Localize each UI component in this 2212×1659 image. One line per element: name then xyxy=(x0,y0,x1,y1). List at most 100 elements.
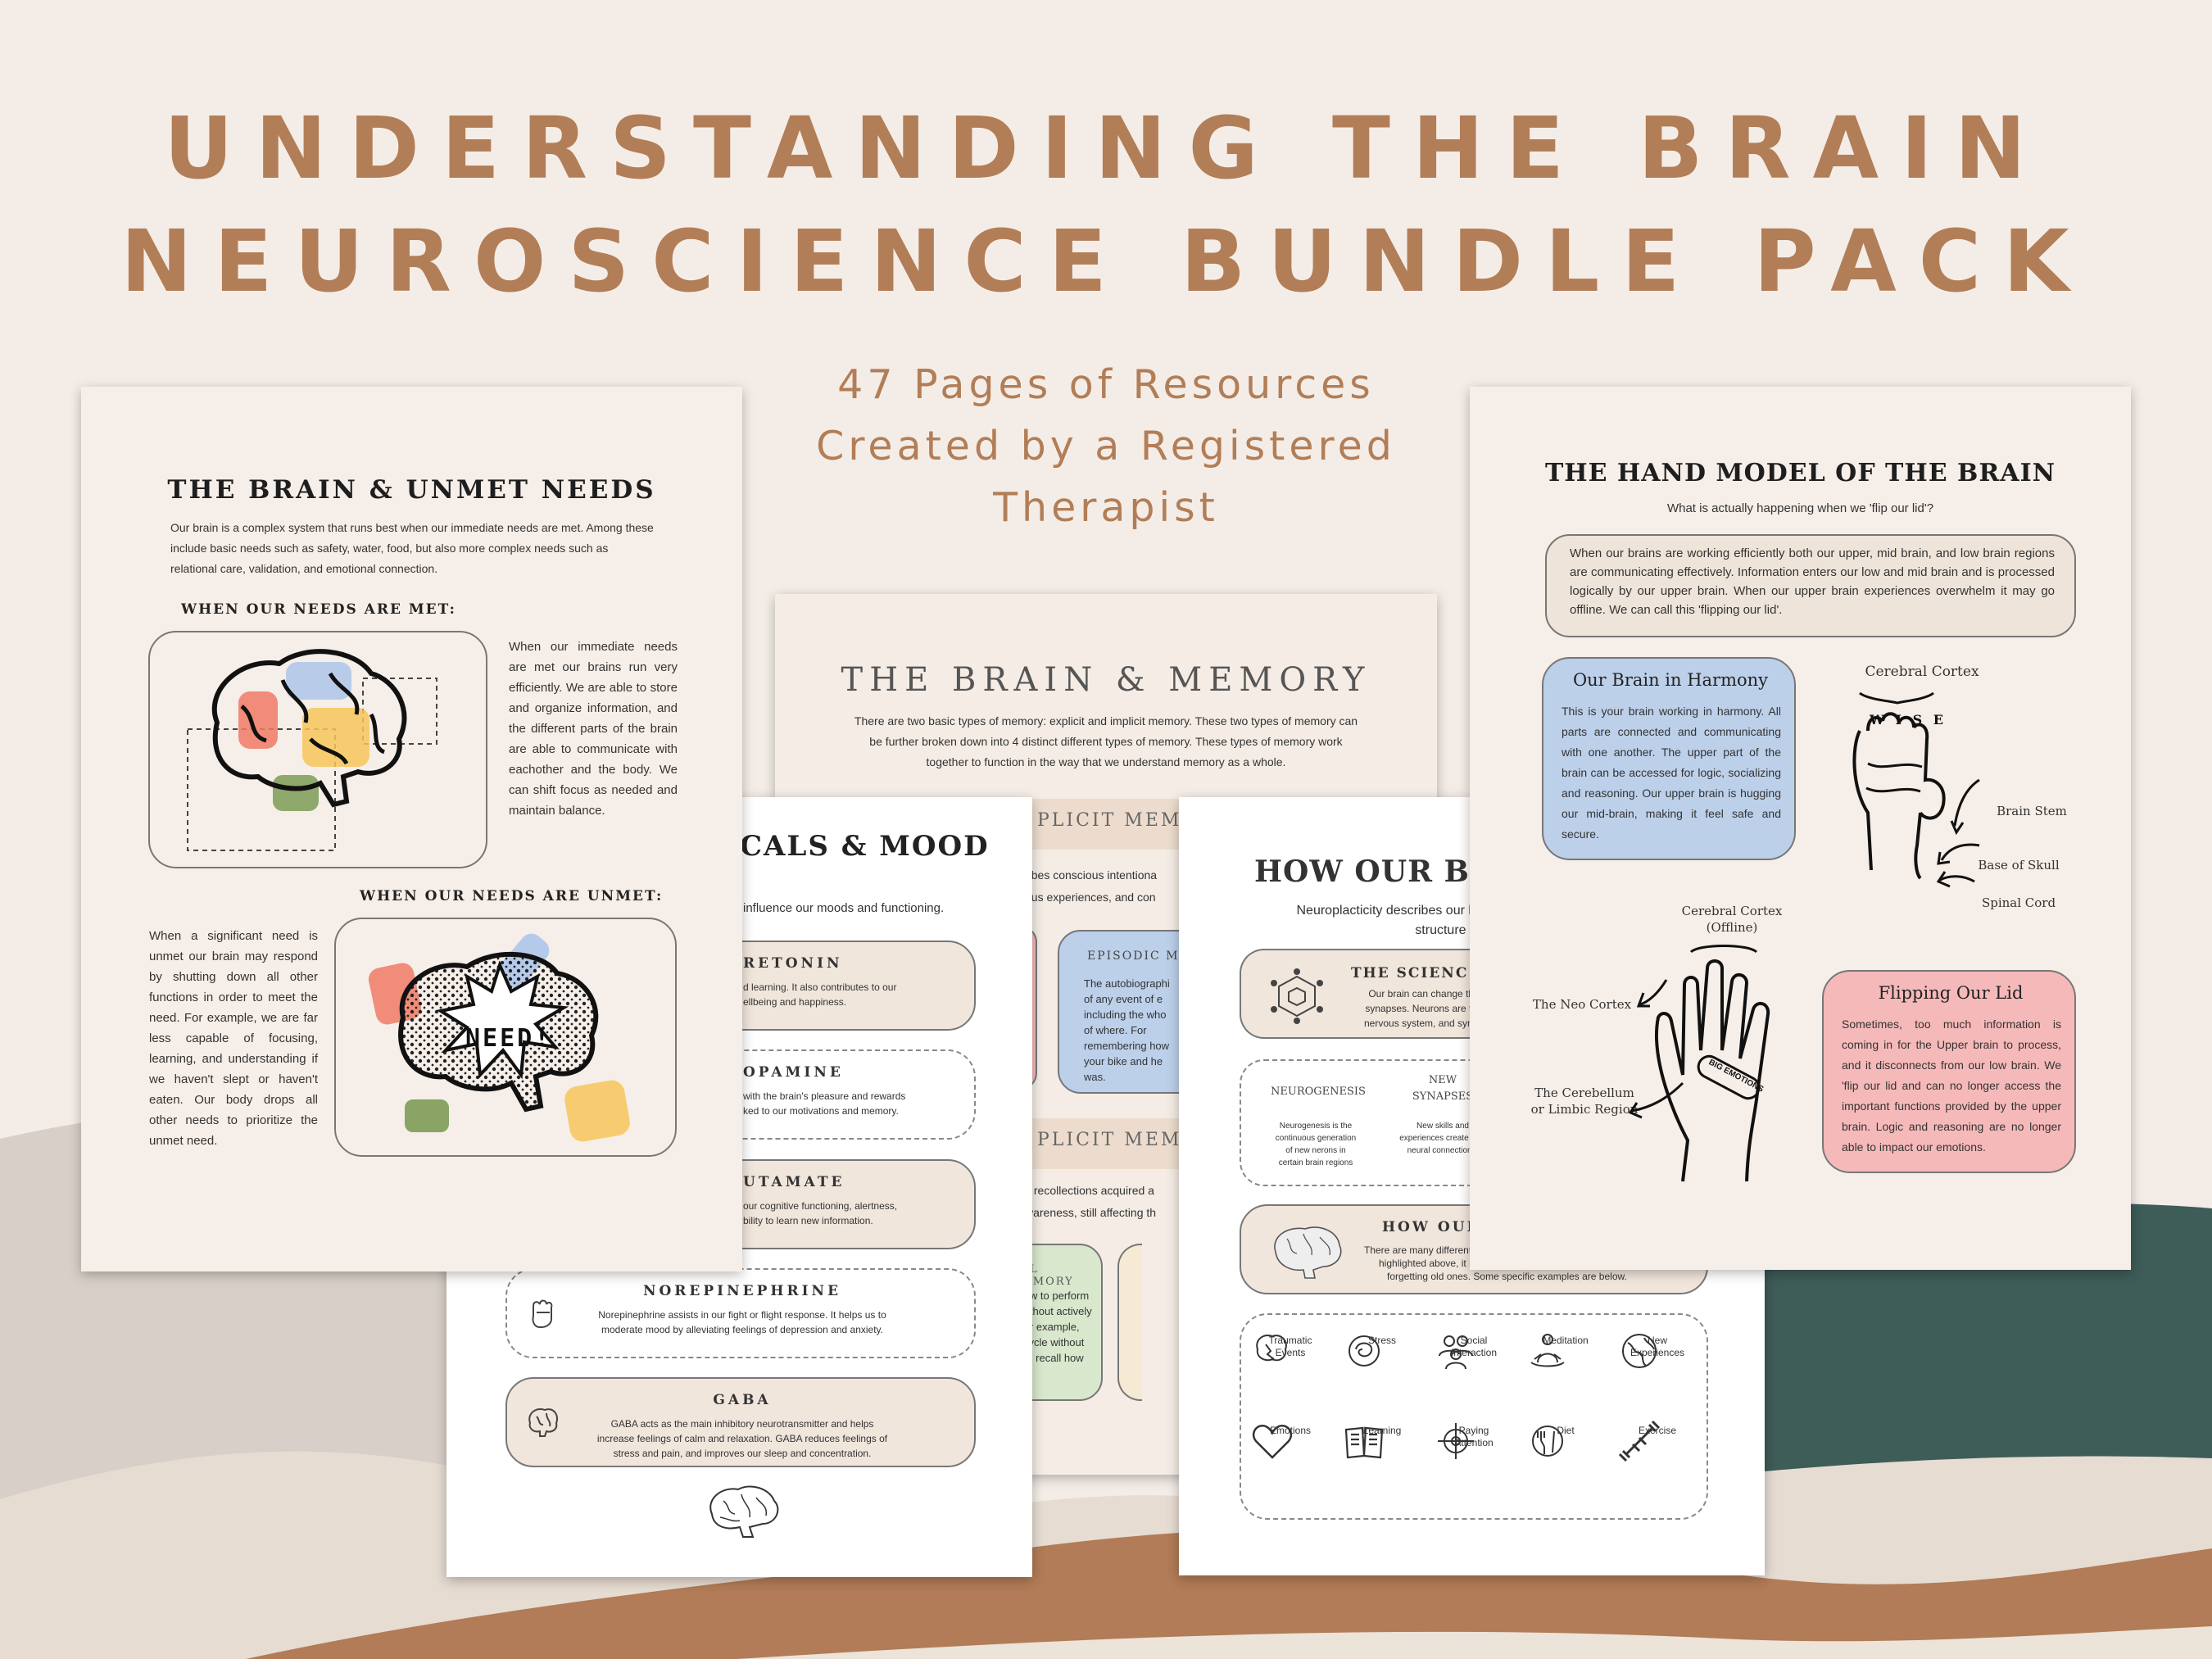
open-hand-illustration xyxy=(1628,945,1770,1182)
brain-sketch-icon xyxy=(1274,1226,1342,1279)
explicit-heading: PLICIT MEMO xyxy=(1037,810,1199,831)
episodic-line: of any event of e xyxy=(1084,993,1163,1005)
chemical-description-line: our cognitive functioning, alertness, xyxy=(743,1200,898,1212)
factor-label: Diet xyxy=(1557,1425,1575,1436)
chemicals-title: CALS & MOOD xyxy=(740,830,990,863)
chemical-description-line: moderate mood by alleviating feelings of… xyxy=(601,1324,883,1335)
chemical-description-line: with the brain's pleasure and rewards xyxy=(743,1090,906,1102)
episodic-line: your bike and he xyxy=(1084,1055,1163,1067)
episodic-line: of where. For xyxy=(1084,1024,1147,1036)
heart-icon xyxy=(1252,1424,1293,1459)
chemical-description: Norepinephrine assists in our fight or f… xyxy=(507,1308,977,1337)
subtitle-line2: Created by a Registered xyxy=(816,423,1396,469)
brain-icon xyxy=(528,1408,558,1437)
chemical-description: our cognitive functioning, alertness, bil… xyxy=(743,1199,897,1228)
chemical-name: RETONIN xyxy=(743,955,843,972)
factor-item: Diet xyxy=(1525,1420,1607,1457)
flip-lid-text: Sometimes, too much information is comin… xyxy=(1842,1018,2061,1154)
chemical-name: UTAMATE xyxy=(743,1174,845,1190)
spinal-cord-label: Spinal Cord xyxy=(1981,895,2056,910)
unmet-heading: WHEN OUR NEEDS ARE UNMET: xyxy=(360,888,664,904)
science-text: Our brain can change th synapses. Neuron… xyxy=(1364,986,1478,1031)
implicit-text-line: s recollections acquired a xyxy=(1025,1184,1154,1197)
how-text: There are many different highlighted abo… xyxy=(1364,1244,1692,1283)
science-line: nervous system, and syna xyxy=(1364,1018,1479,1029)
main-title-line1: UNDERSTANDING THE BRAIN xyxy=(164,98,2048,198)
unmet-text: When a significant need is unmet our bra… xyxy=(149,929,318,1148)
chemical-card: NOREPINEPHRINE Norepinephrine assists in … xyxy=(505,1268,976,1358)
neurogenesis-line: of new nerons in xyxy=(1285,1146,1346,1155)
met-text: When our immediate needs are met our bra… xyxy=(509,640,678,818)
factor-item: Stress xyxy=(1341,1330,1423,1367)
neurogenesis-line: Neurogenesis is the xyxy=(1279,1122,1353,1131)
memory-title: THE BRAIN & MEMORY xyxy=(841,661,1371,699)
episodic-line: including the who xyxy=(1084,1009,1167,1021)
chemical-description-line: Norepinephrine assists in our fight or f… xyxy=(598,1309,886,1321)
brain-stem-label: Brain Stem xyxy=(1997,804,2067,818)
stressed-brain-illustration xyxy=(368,933,630,1142)
factor-item: Exercise xyxy=(1616,1420,1698,1462)
neo-cortex-label: The Neo Cortex xyxy=(1532,997,1632,1012)
chemical-description-line: bility to learn new information. xyxy=(743,1215,873,1226)
target-icon xyxy=(1438,1423,1474,1459)
synapses-title: NEW SYNAPSES xyxy=(1394,1072,1492,1105)
episodic-line: was. xyxy=(1084,1071,1106,1083)
chemical-description-line: d learning. It also contributes to our xyxy=(743,981,897,993)
chemical-name: NOREPINEPHRINE xyxy=(642,1283,842,1299)
met-heading: WHEN OUR NEEDS ARE MET: xyxy=(181,601,456,618)
stress-icon xyxy=(1349,1335,1380,1367)
flip-lid-card: Flipping Our Lid Sometimes, too much inf… xyxy=(1822,970,2076,1173)
chemical-description-line: stress and pain, and improves our sleep … xyxy=(613,1448,872,1459)
dumbbell-icon xyxy=(1618,1420,1661,1462)
chemical-description: GABA acts as the main inhibitory neurotr… xyxy=(507,1416,977,1461)
memory-intro: There are two basic types of memory: exp… xyxy=(854,714,1358,768)
neurogenesis-text: Neurogenesis is the continuous generatio… xyxy=(1271,1120,1361,1169)
factor-item: Learning xyxy=(1341,1420,1423,1459)
diet-icon xyxy=(1532,1426,1563,1457)
factor-item: Paying Attention xyxy=(1433,1420,1515,1459)
wise-label: W I S E xyxy=(1870,712,1947,728)
factor-label: New Experiences xyxy=(1630,1335,1685,1358)
synapses-line: experiences create new xyxy=(1399,1134,1486,1143)
factor-item: Meditation xyxy=(1525,1330,1607,1367)
how-line: forgetting old ones. Some specific examp… xyxy=(1387,1271,1627,1282)
neurogenesis-line: certain brain regions xyxy=(1278,1158,1353,1167)
subtitle: 47 Pages of Resources Created by a Regis… xyxy=(737,354,1475,538)
factor-item: Traumatic Events xyxy=(1249,1330,1331,1362)
globe-icon xyxy=(1622,1334,1657,1368)
episodic-line: The autobiographi xyxy=(1084,977,1170,990)
cerebellum-line: or Limbic Region xyxy=(1530,1102,1639,1117)
unmet-title: THE BRAIN & UNMET NEEDS xyxy=(167,475,656,505)
factor-label: Stress xyxy=(1367,1335,1396,1346)
synapses-line: neural connections. xyxy=(1407,1146,1479,1155)
met-illustration-frame xyxy=(148,631,487,868)
hand-question: What is actually happening when we 'flip… xyxy=(1666,501,1934,515)
factor-item: New Experiences xyxy=(1616,1330,1698,1368)
synapses-line: New skills and xyxy=(1416,1122,1469,1131)
fist-icon xyxy=(532,1299,553,1328)
how-title: HOW OUR xyxy=(1382,1219,1481,1235)
implicit-heading: PLICIT MEMO xyxy=(1037,1130,1199,1150)
factor-item: Emotions xyxy=(1249,1420,1331,1459)
explicit-text-line: ribes conscious intentiona xyxy=(1025,868,1158,882)
episodic-text: The autobiographi of any event of e incl… xyxy=(1084,976,1170,1085)
episodic-title: EPISODIC M xyxy=(1087,950,1180,963)
brain-icon xyxy=(709,1485,779,1538)
factor-label: Traumatic Events xyxy=(1268,1335,1312,1358)
explicit-text: ribes conscious intentiona ous experienc… xyxy=(1025,864,1157,909)
next-card-edge xyxy=(1117,1244,1142,1401)
science-card: THE SCIENC Our brain can change th synap… xyxy=(1240,949,1510,1039)
hand-intro: When our brains are working efficiently … xyxy=(1570,546,2055,617)
science-line: Our brain can change th xyxy=(1368,988,1475,999)
neuro-intro-line: Neuroplacticity describes our bra xyxy=(1296,904,1488,918)
cortex-offline-line: (Offline) xyxy=(1706,920,1758,935)
chemicals-intro: influence our moods and functioning. xyxy=(743,901,945,915)
cortex-label: Cerebral Cortex xyxy=(1865,664,1979,680)
social-icon xyxy=(1439,1335,1473,1370)
unmet-illustration-frame: NEED! xyxy=(334,918,677,1157)
science-title: THE SCIENC xyxy=(1351,965,1469,981)
page-hand-model: THE HAND MODEL OF THE BRAIN What is actu… xyxy=(1470,387,2131,1270)
